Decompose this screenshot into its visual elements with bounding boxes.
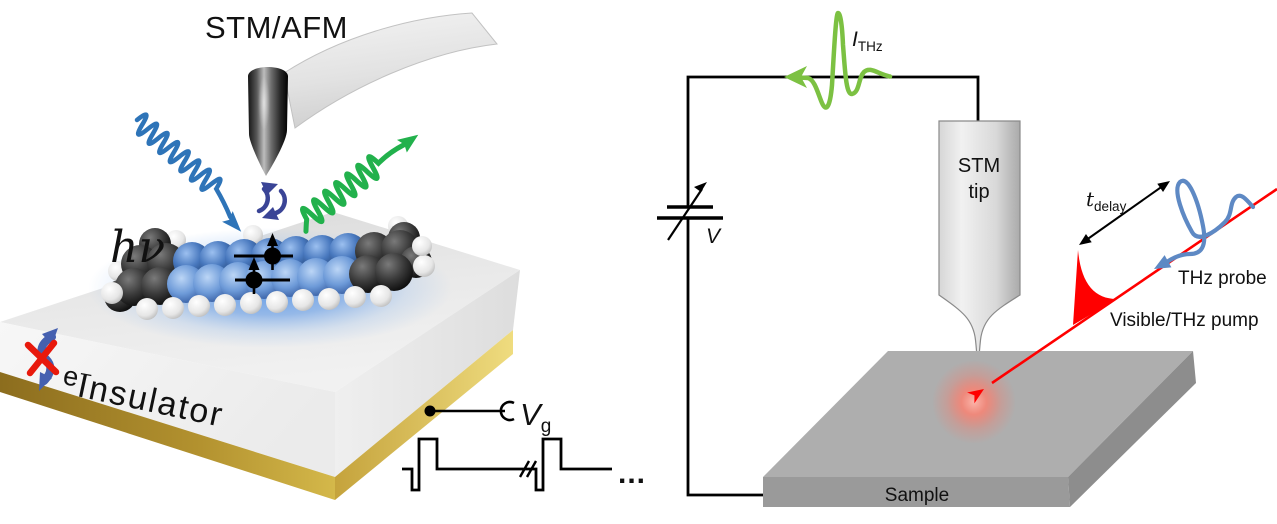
red-cross-icon [24,339,60,377]
pump-label: Visible/THz pump [1110,310,1259,331]
left-panel: STM/AFM hν [0,10,646,500]
spin-flip-icon [256,182,287,220]
emitted-photon-arrow [300,134,419,234]
thz-current-label: ITHz [852,28,883,54]
gate-voltage-label: Vg [520,397,551,437]
gate-wire [424,400,515,422]
insulator-front-face [0,322,335,477]
energy-levels [234,233,293,294]
gate-terminal-icon [499,400,515,422]
electron-spin-up-icon [245,257,263,294]
stm-tip-label-line1: STM [958,155,1000,177]
photon-label: hν [110,222,165,273]
pulse-ellipsis: ... [618,457,646,490]
molecule [88,216,452,348]
pump-beam-arrow [967,187,1277,404]
delay-arrow-icon [1079,181,1170,245]
thz-probe-pulse-icon [1154,178,1256,269]
voltage-source-icon [657,182,723,241]
pulse-break-icon [518,460,538,478]
electron-spin-up-icon [264,233,281,270]
afm-cantilever [283,12,498,129]
stm-tip-label-line2: tip [968,181,989,203]
panel-title: STM/AFM [205,10,348,45]
gold-electrode [0,330,513,500]
thz-probe-label: THz probe [1178,268,1267,289]
sample-label: Sample [885,485,949,506]
sample-front-face [763,477,1070,507]
sample-right-face [1068,351,1196,507]
incident-photon-arrow [134,112,242,232]
delay-label: tdelay [1086,187,1127,214]
insulator-right-face [335,270,520,477]
stm-afm-tip [248,67,288,176]
gate-pulse-waveform [402,437,612,492]
laser-spot [932,360,1016,444]
pump-pulse-icon [1073,250,1117,325]
thz-current-pulse-icon [784,10,893,110]
right-panel: V ITHz STM tip Sample [657,10,1277,507]
voltage-label: V [706,225,722,248]
electron-label: e⁻ [61,360,95,395]
